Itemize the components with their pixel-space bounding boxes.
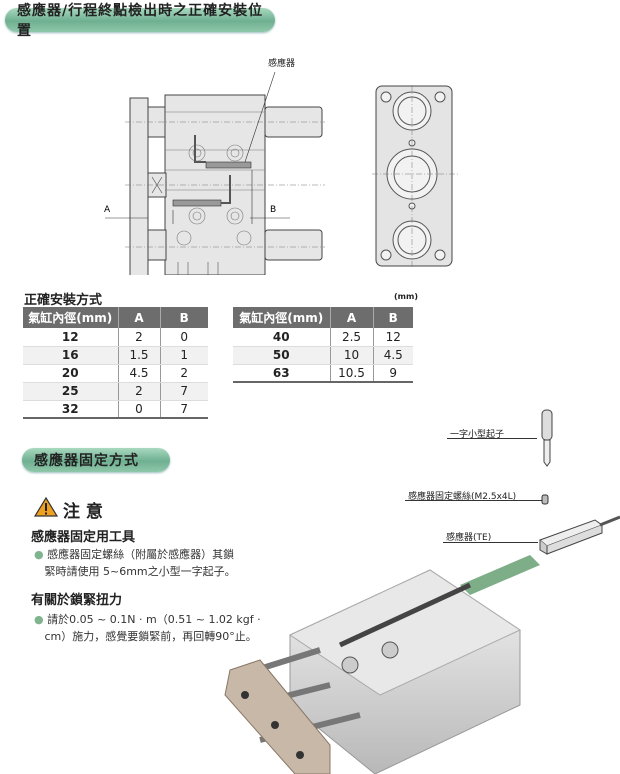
cell: 0 (160, 328, 208, 347)
bullet-icon: ● (34, 548, 44, 561)
cell: 7 (160, 382, 208, 401)
dimension-label-a: A (104, 205, 111, 215)
section-title: 感應器/行程終點檢出時之正確安裝位置 (17, 3, 264, 39)
torque-heading: 有關於鎖緊扭力 (31, 593, 123, 608)
cell: 2 (118, 382, 161, 401)
cell: 10.5 (330, 364, 374, 383)
cell: 2 (118, 328, 161, 347)
caution-title: 注 意 (63, 502, 103, 522)
cell: 25 (23, 382, 119, 401)
cell: 32 (23, 400, 119, 419)
tool-text-line: 緊時請使用 5~6mm之小型一字起子。 (44, 565, 236, 578)
col-bore: 氣缸內徑(mm) (233, 307, 331, 328)
col-a: A (330, 307, 374, 328)
cell: 9 (373, 364, 413, 383)
cell: 0 (118, 400, 161, 419)
cell: 63 (233, 364, 331, 383)
cell: 20 (23, 364, 119, 383)
section-header-sensor-position: 感應器/行程終點檢出時之正確安裝位置 (5, 3, 275, 39)
bullet-icon: ● (34, 613, 44, 626)
cell: 10 (330, 346, 374, 365)
col-b: B (373, 307, 413, 328)
screwdriver-icon (541, 409, 553, 467)
cell: 12 (373, 328, 413, 347)
table-title: 正確安裝方式 (24, 293, 103, 308)
col-b: B (160, 307, 208, 328)
section-header-sensor-fixing: 感應器固定方式 (22, 448, 170, 472)
cell: 40 (233, 328, 331, 347)
torque-text-line: cm）施力，感覺要鎖緊前，再回轉90°止。 (44, 630, 257, 643)
cylinder-side-view-drawing: A B (104, 71, 325, 275)
insert-arrow-icon (460, 555, 540, 595)
cell: 2 (160, 364, 208, 383)
dimension-label-b: B (270, 205, 276, 215)
parts-illustration (539, 409, 620, 555)
torque-text-line: 請於0.05 ~ 0.1N · m（0.51 ~ 1.02 kgf · (47, 613, 261, 626)
col-a: A (118, 307, 161, 328)
cell: 4.5 (118, 364, 161, 383)
screwdriver-label: 一字小型起子 (450, 430, 505, 440)
slide-cylinder-photo (224, 555, 540, 774)
tool-note: ● 感應器固定螺絲（附屬於感應器）其鎖 緊時請使用 5~6mm之小型一字起子。 (34, 546, 236, 580)
sensor-label: 感應器(TE) (446, 533, 492, 543)
cell: 50 (233, 346, 331, 365)
cell: 12 (23, 328, 119, 347)
col-bore: 氣缸內徑(mm) (23, 307, 119, 328)
leader-line (443, 542, 538, 543)
cell: 7 (160, 400, 208, 419)
tool-text-line: 感應器固定螺絲（附屬於感應器）其鎖 (47, 548, 235, 561)
cylinder-end-view-drawing (372, 85, 460, 269)
sensor-callout-label: 感應器 (268, 59, 296, 69)
cell: 2.5 (330, 328, 374, 347)
screw-icon (541, 494, 549, 505)
screw-label: 感應器固定螺絲(M2.5x4L) (408, 492, 517, 502)
leader-line (447, 438, 537, 439)
unit-label: (mm) (394, 292, 418, 301)
cell: 1.5 (118, 346, 161, 365)
torque-note: ● 請於0.05 ~ 0.1N · m（0.51 ~ 1.02 kgf · cm… (34, 611, 261, 645)
sensor-icon (539, 515, 620, 555)
section-title: 感應器固定方式 (34, 453, 139, 469)
cell: 1 (160, 346, 208, 365)
warning-icon (34, 497, 58, 517)
cell: 16 (23, 346, 119, 365)
tool-heading: 感應器固定用工具 (31, 530, 136, 545)
cell: 4.5 (373, 346, 413, 365)
leader-line (405, 500, 543, 501)
